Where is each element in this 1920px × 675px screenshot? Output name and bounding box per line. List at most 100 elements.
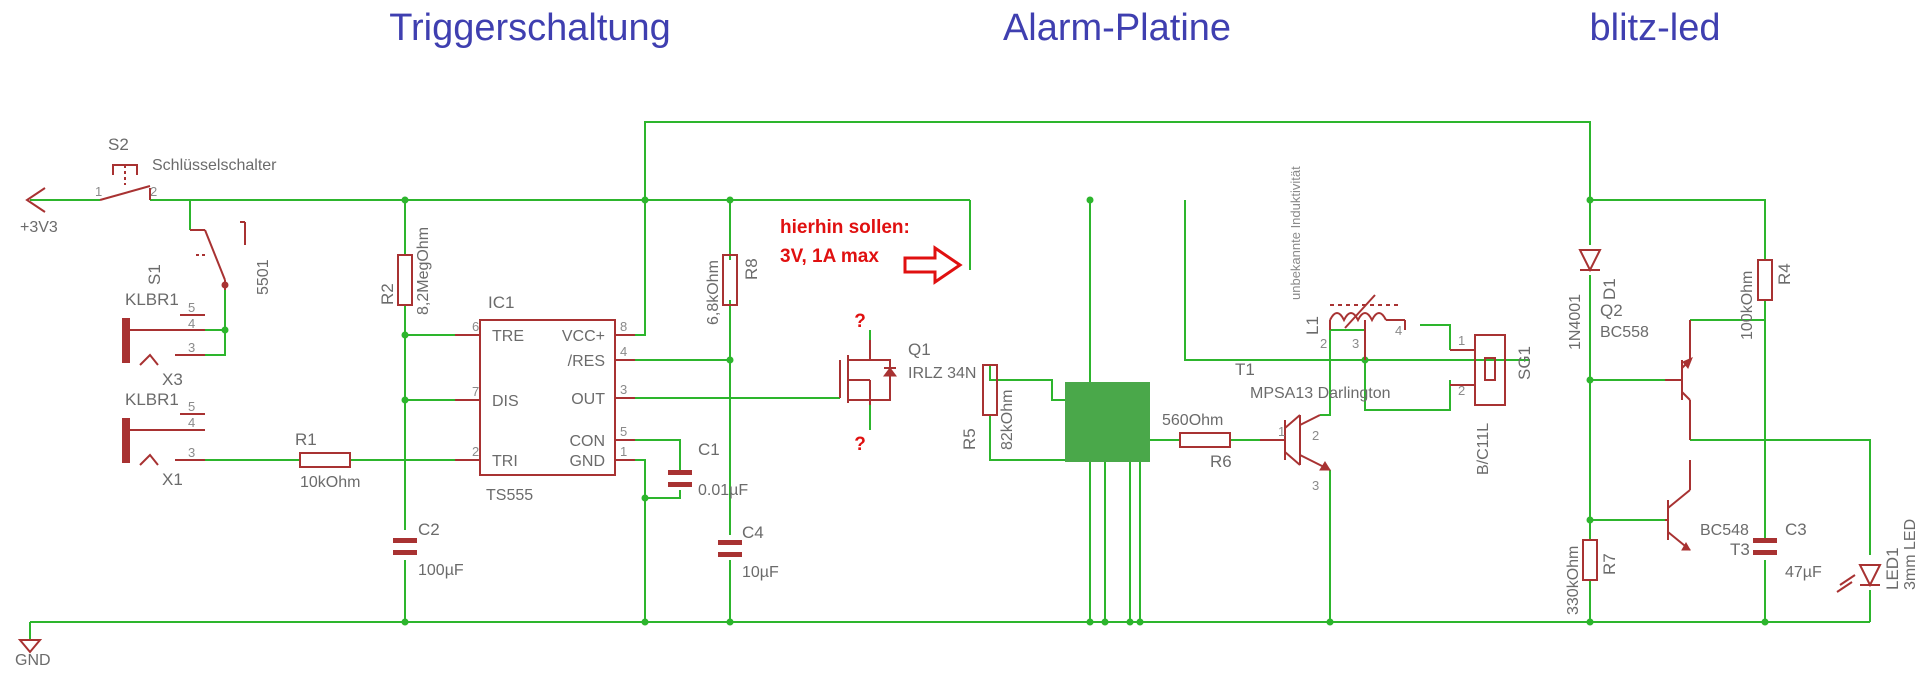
svg-text:5: 5 <box>188 399 195 414</box>
r2-ref: R2 <box>378 283 397 305</box>
wires <box>29 121 1871 640</box>
svg-text:4: 4 <box>188 316 195 331</box>
diode-d1: D1 1N4001 <box>1567 249 1619 350</box>
vcc-label: +3V3 <box>20 219 58 236</box>
transistor-t3: BC548 T3 <box>1665 460 1750 559</box>
resistor-r8: R8 6,8kOhm <box>705 254 761 325</box>
d1-ref: D1 <box>1600 278 1619 300</box>
buzzer-sg1: 1 2 SG1 B/C11L <box>1450 333 1534 475</box>
svg-text:2: 2 <box>1320 336 1327 351</box>
svg-text:DIS: DIS <box>492 393 519 410</box>
resistor-r4: R4 100kOhm <box>1739 259 1794 340</box>
capacitor-c4: C4 10µF <box>718 523 779 581</box>
r6-value: 560Ohm <box>1162 412 1223 429</box>
led1: LED1 3mm LED <box>1836 519 1919 593</box>
transistor-q2: Q2 BC558 <box>1600 301 1693 440</box>
r7-value: 330kOhm <box>1565 546 1582 615</box>
ic1-value: TS555 <box>486 487 533 504</box>
connector-x1: KLBR1 5 4 3 X1 <box>122 390 205 489</box>
l1-ref: L1 <box>1303 316 1322 335</box>
r5-value: 82kOhm <box>999 390 1016 450</box>
note-line2: 3V, 1A max <box>780 246 879 267</box>
svg-text:1: 1 <box>620 444 627 459</box>
x1-ref: X1 <box>162 470 183 489</box>
svg-text:2: 2 <box>472 444 479 459</box>
svg-text:2: 2 <box>1458 383 1465 398</box>
svg-text:7: 7 <box>472 384 479 399</box>
svg-text:TRI: TRI <box>492 453 518 470</box>
svg-text:3: 3 <box>188 445 195 460</box>
t3-ref: T3 <box>1730 540 1750 559</box>
c1-value: 0.01µF <box>698 482 748 499</box>
l1-value: unbekannte Induktivität <box>1288 166 1303 300</box>
title-alarm-platine: Alarm-Platine <box>1003 7 1231 49</box>
r7-ref: R7 <box>1600 553 1619 575</box>
note-line1: hierhin sollen: <box>780 217 910 238</box>
title-triggerschaltung: Triggerschaltung <box>389 7 671 49</box>
q1-value: IRLZ 34N <box>908 365 976 382</box>
svg-text:1: 1 <box>1458 333 1465 348</box>
ic1-timer: IC1 6 7 2 TRE DIS TRI 8 4 3 5 1 VCC+ /RE… <box>455 293 635 504</box>
q1-question-bottom: ? <box>854 434 866 455</box>
svg-text:3: 3 <box>1352 336 1359 351</box>
svg-text:8: 8 <box>620 319 627 334</box>
svg-text:2: 2 <box>150 184 157 199</box>
key-switch-s2: S2 Schlüsselschalter 1 2 <box>95 135 277 201</box>
ic1-ref: IC1 <box>488 293 514 312</box>
capacitor-c2: C2 100µF <box>393 520 464 579</box>
s1-value: 5501 <box>255 259 272 295</box>
r1-value: 10kOhm <box>300 474 360 491</box>
svg-text:5: 5 <box>188 300 195 315</box>
s2-ref: S2 <box>108 135 129 154</box>
r2-value: 8,2MegOhm <box>415 227 432 315</box>
q2-value: BC558 <box>1600 324 1649 341</box>
resistor-r6: 560Ohm R6 <box>1162 412 1232 471</box>
svg-text:3: 3 <box>188 340 195 355</box>
c2-ref: C2 <box>418 520 440 539</box>
svg-text:3: 3 <box>620 382 627 397</box>
c3-ref: C3 <box>1785 520 1807 539</box>
title-blitz-led: blitz-led <box>1590 7 1721 49</box>
gnd-supply: GND <box>15 639 51 669</box>
r4-value: 100kOhm <box>1739 271 1756 340</box>
svg-text:1: 1 <box>95 184 102 199</box>
r5-ref: R5 <box>960 428 979 450</box>
t1-ref: T1 <box>1235 360 1255 379</box>
x1-conn: KLBR1 <box>125 390 179 409</box>
c1-ref: C1 <box>698 440 720 459</box>
svg-text:VCC+: VCC+ <box>562 328 605 345</box>
mosfet-q1: ? ? Q1 IRLZ 34N <box>839 311 976 455</box>
r6-ref: R6 <box>1210 452 1232 471</box>
r8-ref: R8 <box>742 258 761 280</box>
s2-name: Schlüsselschalter <box>152 157 277 174</box>
svg-text:OUT: OUT <box>571 391 605 408</box>
capacitor-c1: C1 0.01µF <box>668 440 748 499</box>
resistor-r7: R7 330kOhm <box>1565 539 1619 615</box>
connector-x3: KLBR1 5 4 3 X3 <box>122 290 205 389</box>
vcc-supply: +3V3 <box>20 187 58 236</box>
d1-value: 1N4001 <box>1567 294 1584 350</box>
note-arrow-icon <box>903 245 963 285</box>
q2-ref: Q2 <box>1600 301 1623 320</box>
led1-ref: LED1 <box>1883 547 1902 590</box>
transistor-t1: T1 MPSA13 Darlington 1 2 3 <box>1235 360 1391 493</box>
svg-text:1: 1 <box>1278 424 1285 439</box>
svg-text:2: 2 <box>1312 428 1319 443</box>
r8-value: 6,8kOhm <box>705 260 722 325</box>
svg-text:/RES: /RES <box>568 353 605 370</box>
sg1-ref: SG1 <box>1515 346 1534 380</box>
s1-ref: S1 <box>145 264 164 285</box>
c4-ref: C4 <box>742 523 764 542</box>
inductor-l1: L1 unbekannte Induktivität 2 3 4 <box>1288 166 1406 360</box>
sg1-value: B/C11L <box>1475 423 1492 475</box>
c4-value: 10µF <box>742 564 779 581</box>
q1-question-top: ? <box>854 311 866 332</box>
svg-text:6: 6 <box>472 319 479 334</box>
c2-value: 100µF <box>418 562 464 579</box>
switch-s1: S1 5501 <box>145 221 272 295</box>
t3-value: BC548 <box>1700 522 1749 539</box>
svg-text:TRE: TRE <box>492 328 524 345</box>
q1-ref: Q1 <box>908 340 931 359</box>
svg-text:4: 4 <box>188 415 195 430</box>
